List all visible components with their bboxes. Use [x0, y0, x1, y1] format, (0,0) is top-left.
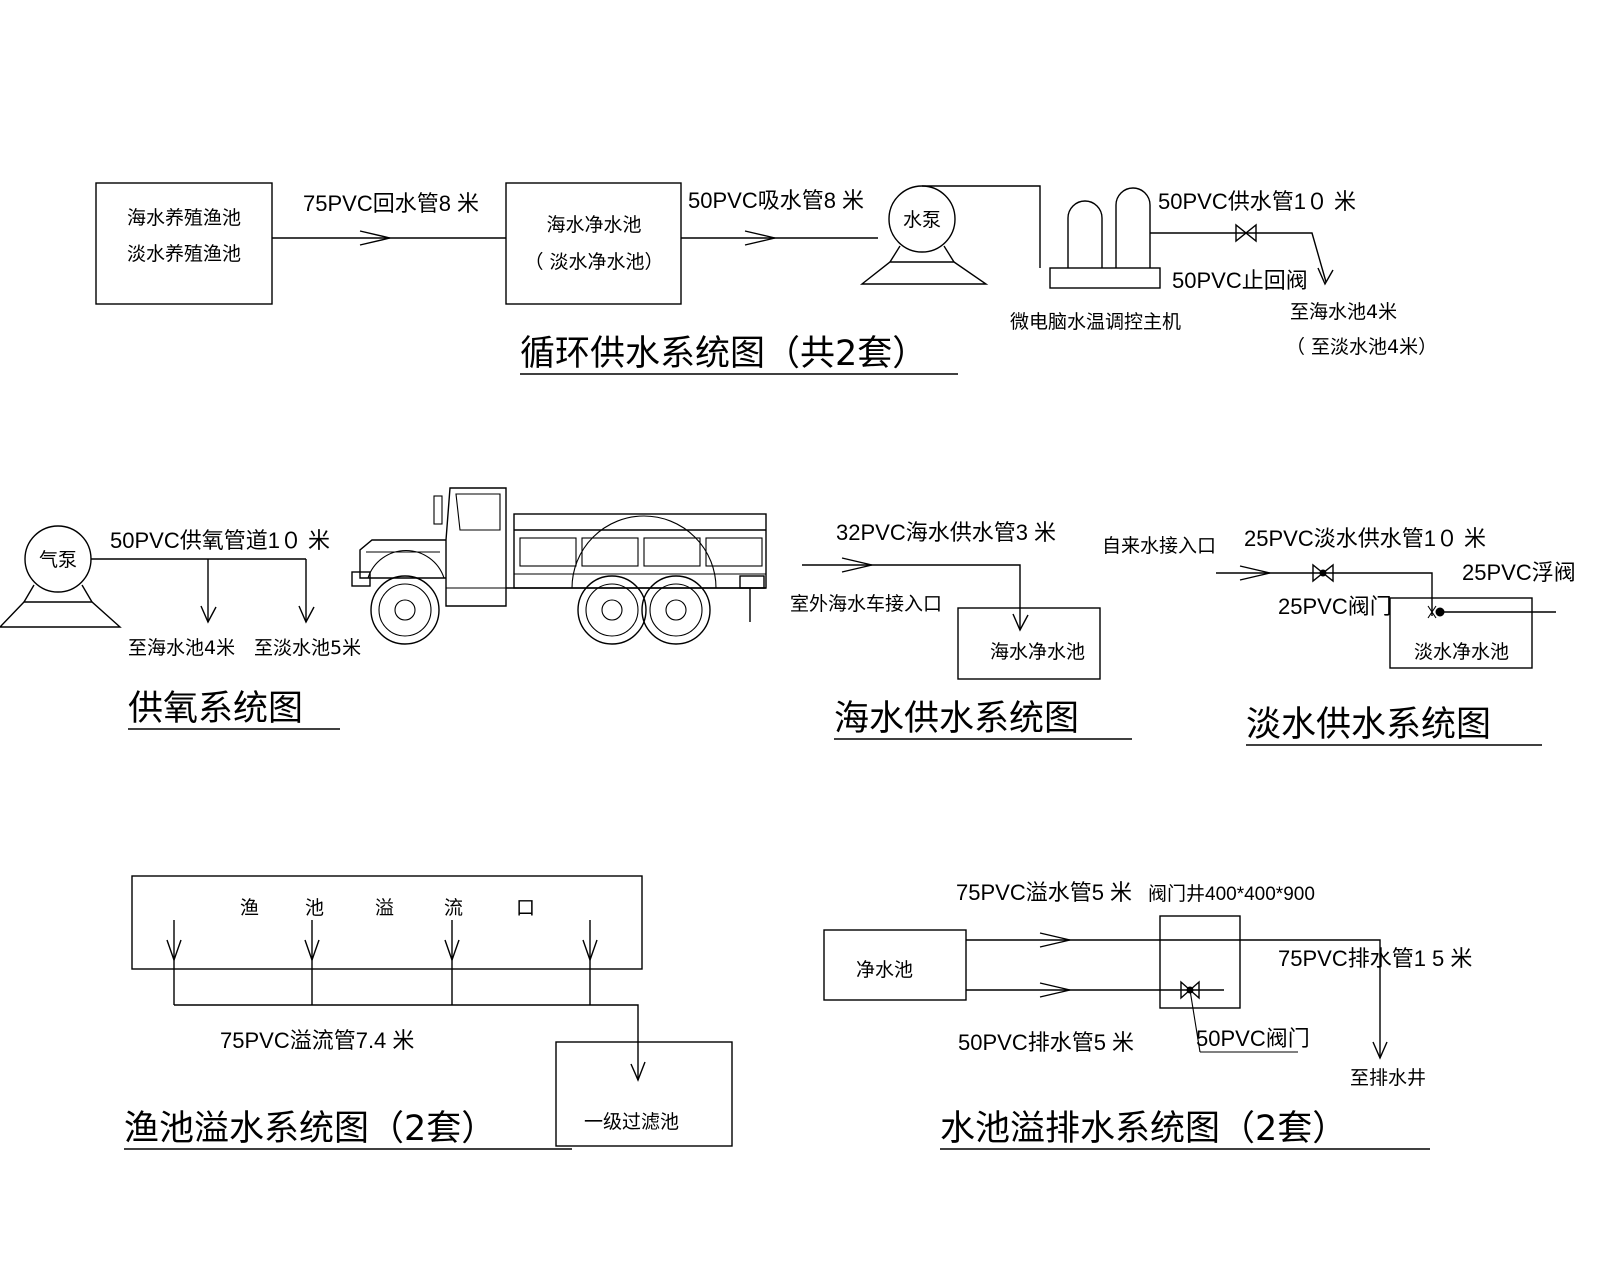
valve-mark-icon	[1427, 605, 1437, 619]
overflow-char-3: 溢	[375, 897, 394, 919]
overflow-char-5: 口	[516, 897, 535, 919]
valve-leader-line	[1189, 989, 1201, 1053]
overflow-tank	[131, 875, 643, 970]
overflow-char-1: 渔	[240, 897, 259, 919]
flow-arrow-icon	[359, 230, 391, 246]
fish-pond-label-2: 淡水养殖渔池	[127, 243, 241, 265]
flow-arrow-icon	[166, 939, 182, 963]
float-valve-icon	[1435, 607, 1445, 617]
clean-tank-label-2: （ 淡水净水池）	[524, 251, 663, 273]
suction-pipe-label: 50PVC吸水管8 米	[688, 188, 864, 213]
gate-valve-icon	[1235, 223, 1257, 243]
supply-pipe	[1150, 232, 1327, 283]
seawater-inlet-label: 室外海水车接入口	[790, 593, 942, 615]
flow-arrow-icon	[1012, 613, 1029, 632]
overflow-system: 渔 池 溢 流 口 75PVC溢流管7.4 米 一级过滤池 渔池溢水系统图（2套…	[124, 875, 733, 1150]
seawater-system: 32PVC海水供水管3 米 室外海水车接入口 海水净水池 海水供水系统图	[790, 520, 1132, 740]
overflow-char-4: 流	[444, 897, 463, 919]
drainage-system: 净水池 75PVC溢水管5 米 50PVC排水管5 米 阀门井400*400*9…	[823, 880, 1472, 1150]
return-pipe-label: 75PVC回水管8 米	[303, 191, 479, 216]
valve-well-label: 阀门井400*400*900	[1148, 883, 1315, 905]
freshwater-pipe-label: 25PVC淡水供水管1０ 米	[1244, 526, 1486, 551]
clean-tank-label: 净水池	[856, 959, 913, 981]
oxygen-title: 供氧系统图	[128, 689, 303, 729]
seawater-tank-label: 海水净水池	[990, 641, 1085, 663]
overflow-pipe-label: 75PVC溢流管7.4 米	[220, 1028, 414, 1053]
temperature-controller-icon	[1049, 187, 1161, 289]
flow-arrow-icon	[1372, 1041, 1388, 1060]
fish-pond-label-1: 海水养殖渔池	[127, 207, 241, 229]
flow-arrow-icon	[841, 557, 873, 573]
check-valve-label: 50PVC止回阀	[1172, 268, 1308, 293]
overflow-pipe-label: 75PVC溢水管5 米	[956, 880, 1132, 905]
freshwater-pipe	[1216, 572, 1433, 616]
gate-valve-icon	[1312, 563, 1334, 583]
flow-arrow-icon	[582, 939, 598, 963]
overflow-main-pipe	[174, 1004, 639, 1080]
seawater-pipe-label: 32PVC海水供水管3 米	[836, 520, 1056, 545]
oxygen-pipe-label: 50PVC供氧管道1０ 米	[110, 528, 330, 553]
flow-arrow-icon	[444, 939, 460, 963]
flow-arrow-icon	[1039, 982, 1071, 998]
filter-tank	[555, 1041, 733, 1147]
circulation-title: 循环供水系统图（共2套）	[520, 334, 927, 374]
seawater-tank	[957, 607, 1101, 680]
drain-pipe-label: 50PVC排水管5 米	[958, 1030, 1134, 1055]
circulation-system: 海水养殖渔池 淡水养殖渔池 75PVC回水管8 米 海水净水池 （ 淡水净水池）…	[95, 182, 1437, 375]
oxygen-dest-sea: 至海水池4米	[128, 637, 235, 659]
freshwater-valve-label: 25PVC阀门	[1278, 594, 1392, 619]
flow-arrow-icon	[304, 939, 320, 963]
air-pump-label: 气泵	[39, 549, 77, 571]
float-valve-label: 25PVC浮阀	[1462, 560, 1576, 585]
seawater-title: 海水供水系统图	[834, 699, 1079, 739]
freshwater-tank	[1389, 597, 1533, 669]
flow-arrow-icon	[1039, 932, 1071, 948]
flow-arrow-icon	[200, 605, 217, 624]
freshwater-title: 淡水供水系统图	[1246, 705, 1491, 745]
pump-outlet-pipe	[922, 185, 1041, 268]
clean-tank-label-1: 海水净水池	[546, 214, 641, 236]
flow-arrow-icon	[630, 1061, 646, 1082]
supply-pipe-label: 50PVC供水管1０ 米	[1158, 189, 1356, 214]
main-drain-label: 75PVC排水管1 5 米	[1278, 946, 1472, 971]
water-truck-icon	[351, 487, 767, 645]
flow-arrow-icon	[1239, 565, 1271, 581]
freshwater-system: 自来水接入口 25PVC淡水供水管1０ 米 25PVC浮阀 25PVC阀门 淡水…	[1102, 526, 1576, 746]
overflow-char-2: 池	[305, 897, 324, 919]
drain-destination-label: 至排水井	[1350, 1067, 1426, 1089]
overflow-title: 渔池溢水系统图（2套）	[124, 1109, 496, 1149]
controller-label: 微电脑水温调控主机	[1010, 311, 1181, 333]
destination-label-1: 至海水池4米	[1290, 301, 1397, 323]
pump-label: 水泵	[903, 209, 941, 231]
fish-pond-box	[95, 182, 273, 305]
flow-arrow-icon	[298, 605, 315, 624]
drainage-title: 水池溢排水系统图（2套）	[940, 1109, 1347, 1149]
freshwater-inlet-label: 自来水接入口	[1102, 535, 1216, 557]
main-drain-pipe	[1224, 939, 1381, 1058]
pump-icon: 水泵	[859, 185, 989, 285]
clean-tank-box	[505, 182, 682, 305]
destination-label-2: （ 至淡水池4米）	[1286, 336, 1437, 358]
flow-arrow-icon	[744, 230, 776, 246]
air-pump-icon: 气泵	[0, 525, 122, 628]
clean-tank	[823, 929, 967, 1001]
oxygen-system: 气泵 50PVC供氧管道1０ 米 至海水池4米 至淡水池5米 供氧系统图	[0, 525, 361, 730]
valve-well	[1159, 915, 1241, 1009]
filter-tank-label: 一级过滤池	[584, 1111, 679, 1133]
oxygen-dest-fresh: 至淡水池5米	[254, 637, 361, 659]
freshwater-tank-label: 淡水净水池	[1414, 641, 1509, 663]
valve-label: 50PVC阀门	[1196, 1026, 1310, 1051]
flow-arrow-icon	[1317, 267, 1334, 286]
